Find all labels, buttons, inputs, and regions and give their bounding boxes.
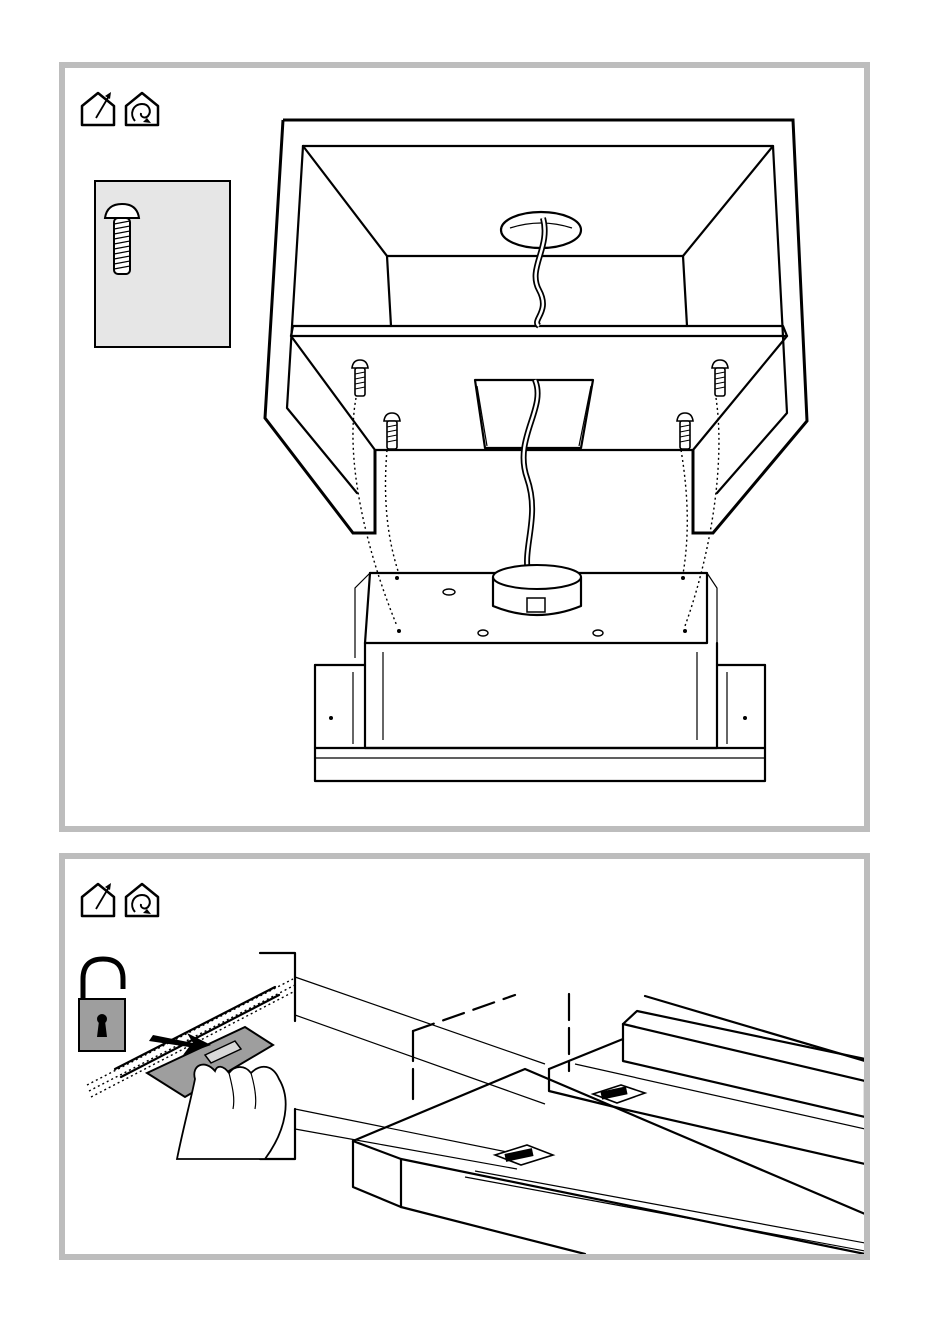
screw-4 <box>712 360 728 396</box>
panel-top-screw-mounting <box>59 62 870 832</box>
cooker-hood-unit <box>315 565 765 781</box>
unlock-padlock-icon <box>79 959 125 1051</box>
screw-2 <box>384 413 400 449</box>
zoom-bracket <box>260 953 545 1169</box>
filter-release-diagram <box>65 859 864 1254</box>
screw-detail-box <box>95 181 230 347</box>
hood-underside <box>353 994 864 1254</box>
panel-bottom-filter-release <box>59 853 870 1260</box>
wall-cabinet <box>265 120 807 578</box>
screw-1 <box>352 360 368 396</box>
hood-mounting-diagram <box>65 68 864 826</box>
screw-3 <box>677 413 693 449</box>
